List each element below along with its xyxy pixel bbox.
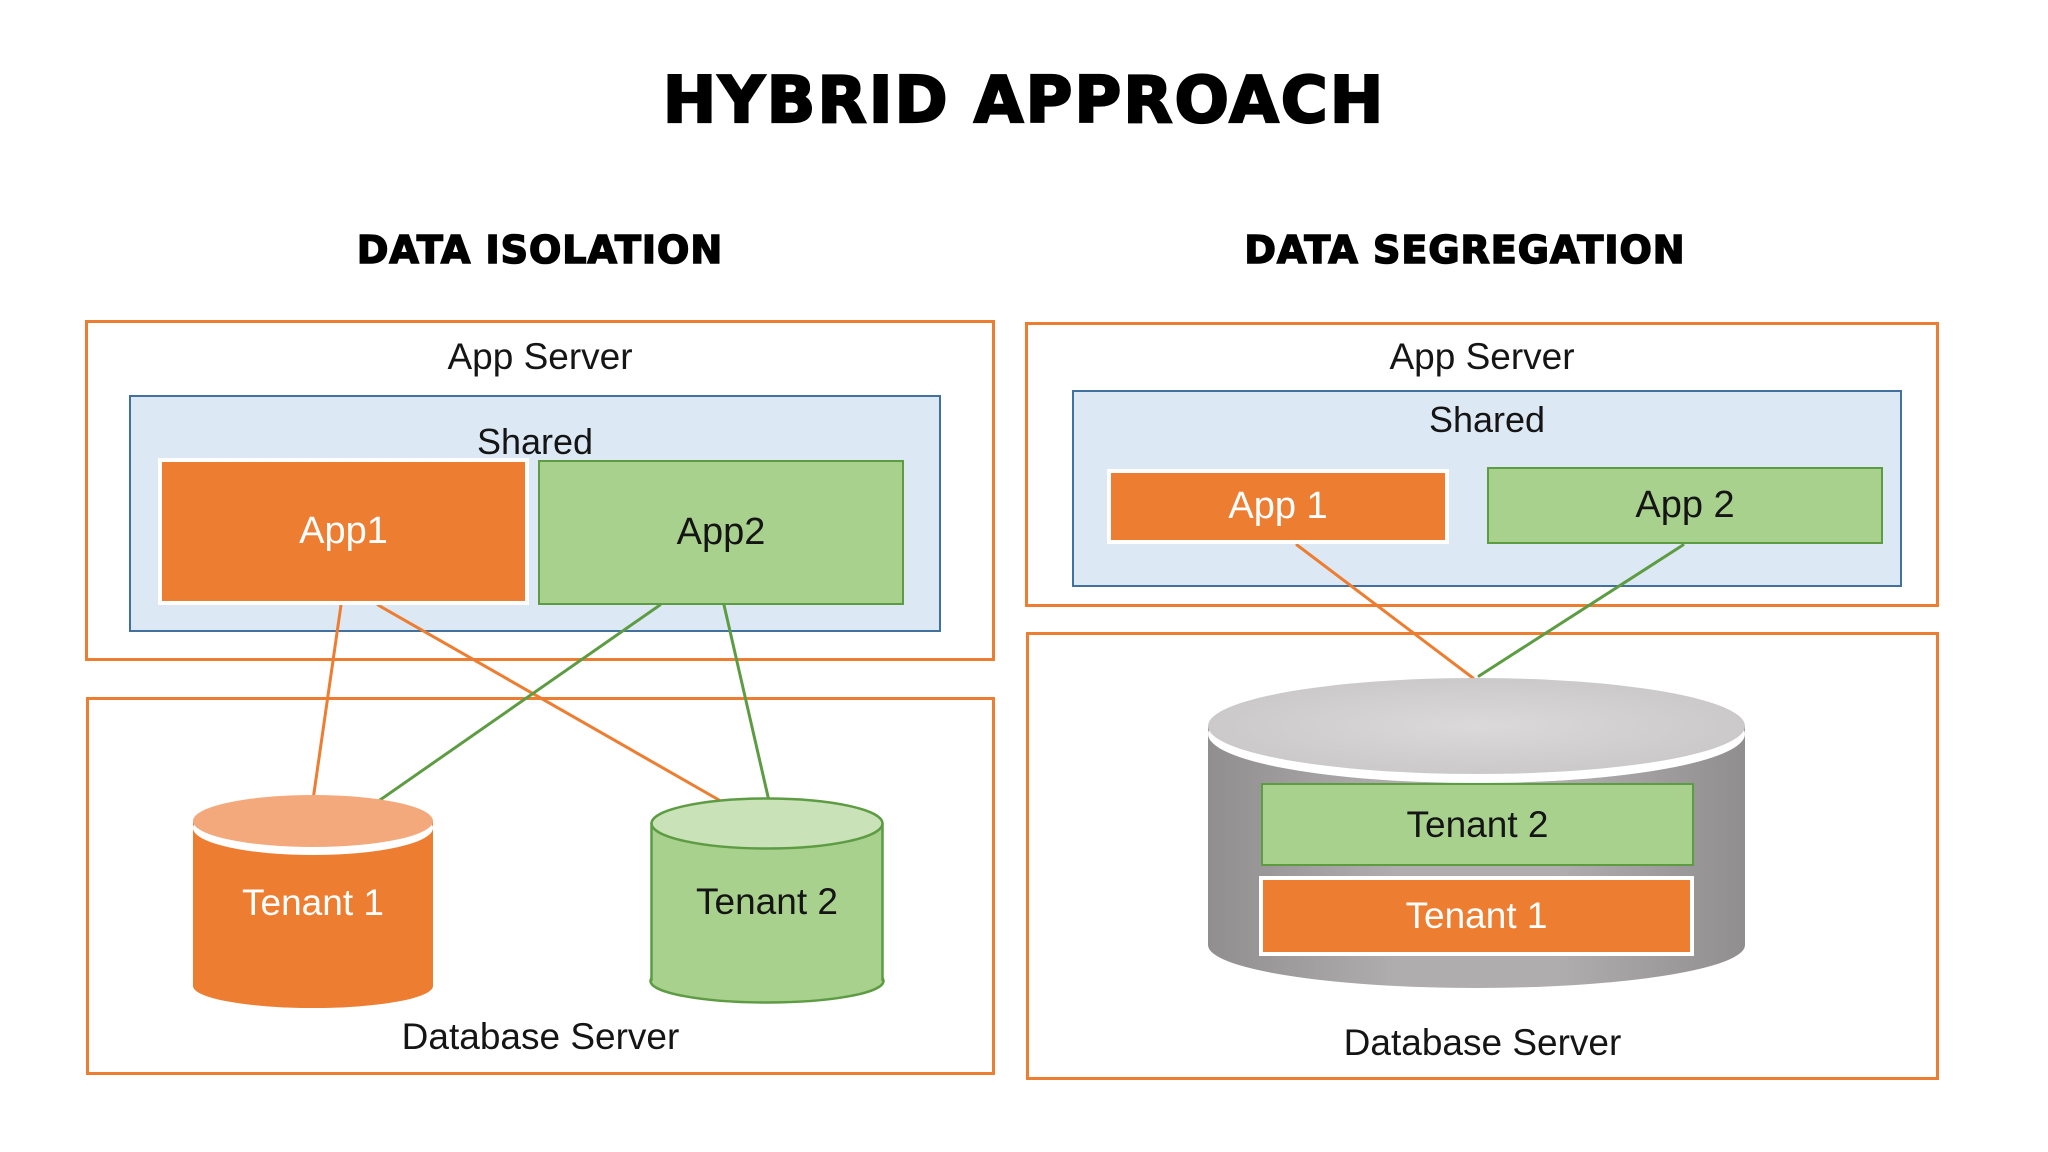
segregation-shared-label: Shared <box>1428 399 1546 440</box>
segregation-app2-box: App 2 <box>1487 467 1883 544</box>
segregation-app1-label: App 1 <box>1228 485 1328 527</box>
isolation-tenant1-cylinder <box>193 795 433 1008</box>
isolation-app-server-label: App Server <box>447 336 633 377</box>
segregation-tenant1-box: Tenant 1 <box>1259 876 1694 956</box>
isolation-database-server-label: Database Server <box>401 1016 680 1057</box>
isolation-app2-label: App2 <box>676 511 766 553</box>
isolation-tenant1-label: Tenant 1 <box>242 881 384 923</box>
isolation-app1-box: App1 <box>158 458 529 605</box>
data-isolation-heading: DATA ISOLATION <box>356 227 724 273</box>
isolation-tenant2-cylinder <box>649 797 885 1004</box>
isolation-shared-label: Shared <box>476 421 594 462</box>
isolation-app2-box: App2 <box>538 460 904 605</box>
isolation-app1-label: App1 <box>299 510 388 552</box>
segregation-tenant2-label: Tenant 2 <box>1406 803 1549 845</box>
segregation-tenant1-label: Tenant 1 <box>1405 895 1548 936</box>
segregation-database-server-label: Database Server <box>1343 1022 1622 1063</box>
segregation-app-server-label: App Server <box>1389 336 1575 377</box>
segregation-app2-label: App 2 <box>1635 484 1735 526</box>
segregation-tenant2-box: Tenant 2 <box>1261 783 1694 866</box>
isolation-tenant2-label: Tenant 2 <box>696 881 838 922</box>
data-segregation-heading: DATA SEGREGATION <box>1244 227 1686 273</box>
page-title: HYBRID APPROACH <box>662 63 1386 139</box>
segregation-app1-box: App 1 <box>1107 469 1449 544</box>
